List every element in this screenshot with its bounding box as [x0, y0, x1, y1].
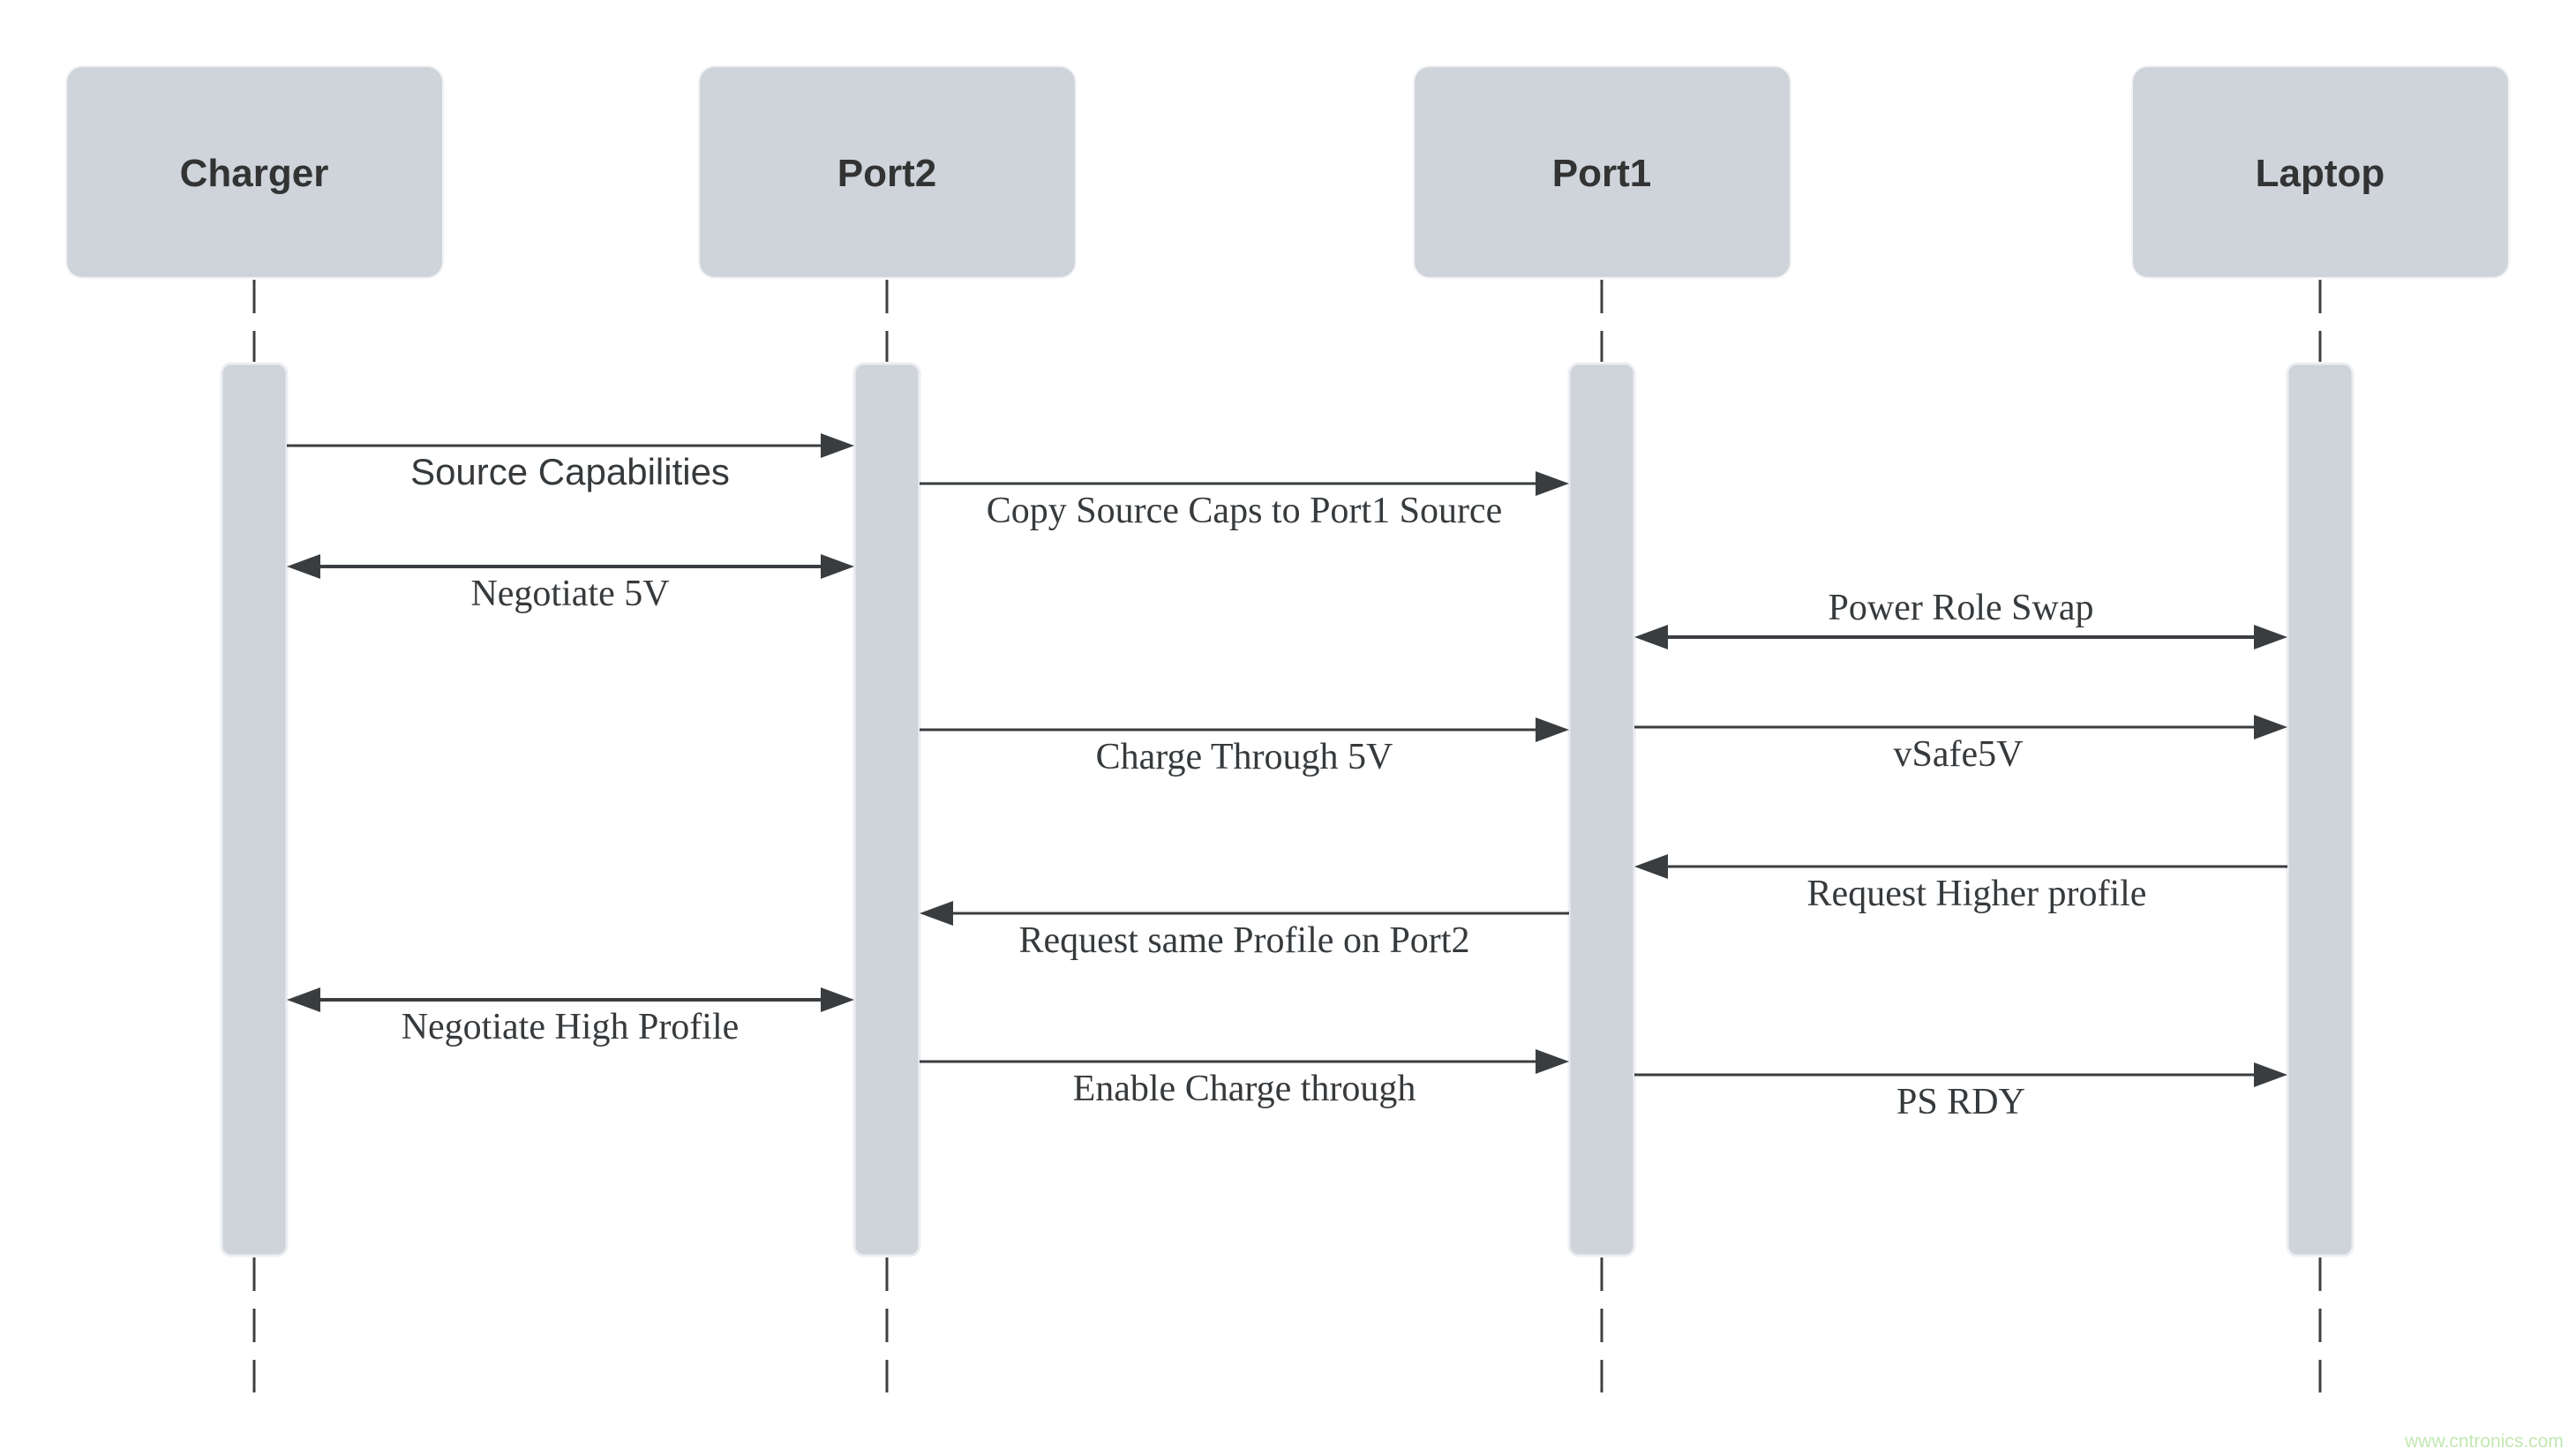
actor-port2-label: Port2 [837, 152, 936, 195]
actor-port1-box [1413, 65, 1791, 279]
arrowhead-right-icon [1536, 1049, 1569, 1074]
actor-port1-label: Port1 [1552, 152, 1651, 195]
message-power-role-swap: Power Role Swap [1634, 588, 2287, 649]
arrowhead-right-icon [821, 433, 854, 458]
arrowhead-left-icon [1634, 625, 1668, 649]
activation-bar-laptop [2286, 362, 2354, 1257]
message-source-capabilities: Source Capabilities [287, 433, 854, 492]
message-label: Enable Charge through [1073, 1069, 1416, 1109]
actor-port1: Port1 [1413, 65, 1791, 279]
actor-laptop-box [2131, 65, 2510, 279]
activation-bar-port2 [852, 362, 921, 1257]
actor-charger: Charger [65, 65, 444, 279]
actor-charger-label: Charger [180, 152, 329, 195]
activation-bar-port1 [1567, 362, 1636, 1257]
message-label: vSafe5V [1894, 734, 2024, 775]
actor-laptop: Laptop [2131, 65, 2510, 279]
watermark-text: www.cntronics.com [2404, 1431, 2564, 1452]
arrowhead-right-icon [821, 987, 854, 1012]
actor-charger-box [65, 65, 444, 279]
message-label: Power Role Swap [1829, 588, 2094, 628]
message-vsafe5v: vSafe5V [1634, 715, 2287, 775]
arrowhead-right-icon [1536, 471, 1569, 496]
message-label: PS RDY [1896, 1082, 2025, 1122]
activation-bar-charger [220, 362, 289, 1257]
message-label: Request Higher profile [1807, 874, 2147, 914]
message-label: Request same Profile on Port2 [1019, 920, 1470, 961]
arrowhead-left-icon [287, 987, 320, 1012]
message-label: Charge Through 5V [1096, 737, 1393, 777]
arrowhead-right-icon [2254, 625, 2287, 649]
activation-bars [220, 362, 2354, 1257]
message-negotiate-5v: Negotiate 5V [287, 554, 854, 614]
actor-port2-box [698, 65, 1077, 279]
arrowhead-left-icon [287, 554, 320, 579]
actor-laptop-label: Laptop [2256, 152, 2385, 195]
message-request-higher-profile: Request Higher profile [1634, 854, 2287, 914]
message-label: Copy Source Caps to Port1 Source [987, 491, 1502, 531]
message-label: Negotiate 5V [470, 574, 669, 614]
arrowhead-right-icon [821, 554, 854, 579]
message-request-same-profile: Request same Profile on Port2 [920, 901, 1569, 961]
arrowhead-left-icon [920, 901, 953, 926]
message-charge-through-5v: Charge Through 5V [920, 717, 1569, 777]
actor-port2: Port2 [698, 65, 1077, 279]
arrowhead-right-icon [2254, 715, 2287, 739]
lifelines [252, 280, 2322, 1392]
message-ps-rdy: PS RDY [1634, 1062, 2287, 1122]
messages: Source Capabilities Copy Source Caps to … [287, 433, 2287, 1122]
message-enable-charge-through: Enable Charge through [920, 1049, 1569, 1109]
arrowhead-right-icon [1536, 717, 1569, 742]
arrowhead-right-icon [2254, 1062, 2287, 1087]
message-label: Negotiate High Profile [402, 1007, 740, 1047]
arrowhead-left-icon [1634, 854, 1668, 879]
message-label: Source Capabilities [410, 451, 730, 492]
actor-boxes: Charger Port2 Port1 Laptop [65, 65, 2510, 279]
message-negotiate-high-profile: Negotiate High Profile [287, 987, 854, 1047]
message-copy-source-caps: Copy Source Caps to Port1 Source [920, 471, 1569, 531]
